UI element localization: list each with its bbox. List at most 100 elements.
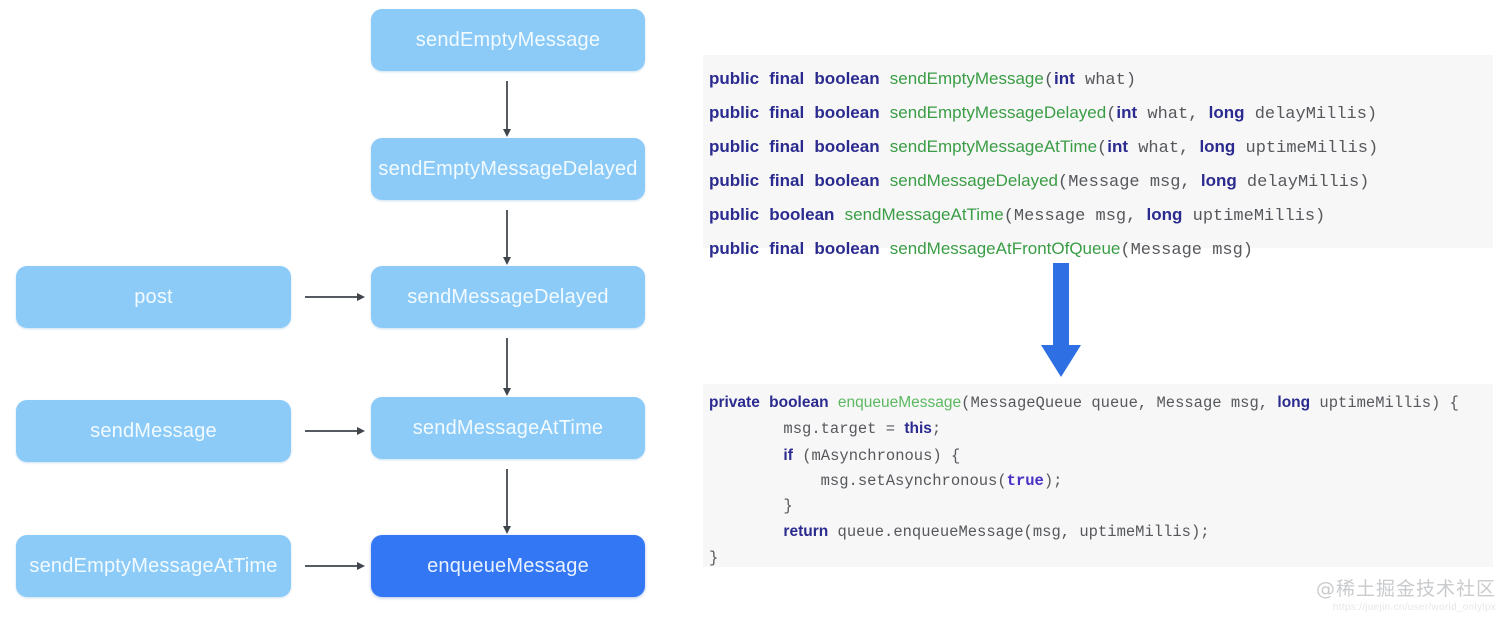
code-token: sendMessageDelayed (889, 171, 1059, 190)
code-token: ); (1043, 471, 1063, 490)
code-line: msg.target = this; (709, 416, 1493, 442)
flow-node-send-message[interactable]: sendMessage (16, 400, 291, 462)
code-line: public final boolean sendEmptyMessageAtT… (709, 131, 1493, 165)
flow-node-send-message-delayed[interactable]: sendMessageDelayed (371, 266, 645, 328)
code-token: (MessageQueue queue, Message msg, (961, 394, 1278, 412)
code-token (759, 241, 769, 260)
code-token: ; (931, 420, 942, 439)
code-token: final (769, 69, 805, 88)
code-token: what) (1074, 71, 1137, 90)
code-token: sendMessageAtTime (844, 205, 1004, 224)
code-token: long (1277, 394, 1311, 411)
arrow-right-icon (305, 562, 365, 570)
flow-node-enqueue-message[interactable]: enqueueMessage (371, 535, 645, 597)
code-token: uptimeMillis) { (1310, 394, 1459, 412)
code-token: (Message msg, (1003, 207, 1147, 226)
flow-node-send-message-at-time[interactable]: sendMessageAtTime (371, 397, 645, 459)
watermark-title: @稀土掘金技术社区 (1315, 578, 1496, 600)
code-line: } (709, 494, 1493, 519)
code-token: (mAsynchronous) { (792, 446, 961, 465)
code-token: final (769, 137, 805, 156)
code-token: queue.enqueueMessage(msg, uptimeMillis); (828, 523, 1210, 542)
code-token (829, 394, 838, 412)
code-token (709, 523, 783, 541)
code-token: int (1054, 69, 1075, 88)
arrow-down-icon (503, 210, 511, 265)
arrow-down-large-icon (1041, 263, 1081, 377)
code-token: sendEmptyMessageAtTime (889, 137, 1098, 156)
code-token: uptimeMillis) (1235, 139, 1379, 158)
code-token: uptimeMillis) (1182, 207, 1326, 226)
code-token: return (783, 523, 829, 541)
code-token: private (709, 394, 760, 411)
code-line: public boolean sendMessageAtTime(Message… (709, 199, 1493, 233)
code-token (759, 207, 769, 226)
code-token: boolean (814, 239, 880, 258)
code-token (804, 139, 814, 158)
code-token (759, 173, 769, 192)
code-token: boolean (769, 205, 835, 224)
code-line: public final boolean sendMessageAtFrontO… (709, 233, 1493, 267)
code-line: public final boolean sendMessageDelayed(… (709, 165, 1493, 199)
code-token (880, 139, 890, 158)
code-token (804, 105, 814, 124)
code-token (880, 173, 890, 192)
code-token: sendEmptyMessage (889, 69, 1044, 88)
code-token: public (709, 171, 760, 190)
code-token (804, 173, 814, 192)
arrow-right-icon (305, 427, 365, 435)
code-token (880, 241, 890, 260)
code-token: msg.setAsynchronous( (709, 471, 1007, 490)
code-token: (Message msg, (1058, 173, 1201, 192)
code-line: public final boolean sendEmptyMessageDel… (709, 97, 1493, 131)
code-token: final (769, 103, 805, 122)
code-token (880, 71, 890, 90)
code-token: public (709, 69, 760, 88)
code-token: sendEmptyMessageDelayed (889, 103, 1107, 122)
code-token (834, 207, 844, 226)
code-token: if (783, 446, 793, 464)
code-token: delayMillis) (1244, 105, 1378, 124)
arrow-right-icon (305, 293, 365, 301)
code-token: delayMillis) (1236, 173, 1370, 192)
code-token (880, 105, 890, 124)
code-token (759, 105, 769, 124)
code-token: } (709, 548, 719, 567)
code-block-enqueue-message: private boolean enqueueMessage(MessageQu… (703, 384, 1493, 567)
code-token (760, 394, 769, 412)
flow-node-send-empty-message-at-time[interactable]: sendEmptyMessageAtTime (16, 535, 291, 597)
code-token: boolean (814, 103, 880, 122)
code-line: msg.setAsynchronous(true); (709, 469, 1493, 494)
code-token: ( (1097, 139, 1108, 158)
code-token: boolean (814, 171, 880, 190)
arrow-down-icon (503, 81, 511, 137)
code-line: } (709, 546, 1493, 571)
code-token (709, 447, 783, 465)
code-token: what, (1137, 105, 1209, 124)
flow-node-post[interactable]: post (16, 266, 291, 328)
code-line: public final boolean sendEmptyMessage(in… (709, 63, 1493, 97)
code-token: public (709, 137, 760, 156)
code-token: what, (1128, 139, 1200, 158)
code-line: private boolean enqueueMessage(MessageQu… (709, 390, 1493, 416)
code-token: long (1208, 103, 1245, 122)
code-token: long (1146, 205, 1183, 224)
code-token: ( (1106, 105, 1117, 124)
code-token: long (1200, 171, 1237, 190)
code-line: return queue.enqueueMessage(msg, uptimeM… (709, 519, 1493, 545)
code-token: true (1006, 471, 1044, 490)
code-token: long (1199, 137, 1236, 156)
code-token: public (709, 239, 760, 258)
code-block-method-signatures: public final boolean sendEmptyMessage(in… (703, 55, 1493, 260)
arrow-down-icon (503, 338, 511, 396)
code-token: sendMessageAtFrontOfQueue (889, 239, 1121, 258)
flow-node-send-empty-message-delayed[interactable]: sendEmptyMessageDelayed (371, 138, 645, 200)
code-token (804, 241, 814, 260)
code-token: final (769, 171, 805, 190)
code-token: msg.target = (709, 420, 905, 439)
code-token: public (709, 205, 760, 224)
code-token (759, 139, 769, 158)
flow-node-send-empty-message[interactable]: sendEmptyMessage (371, 9, 645, 71)
code-token: this (904, 420, 932, 438)
code-token: int (1116, 103, 1138, 122)
